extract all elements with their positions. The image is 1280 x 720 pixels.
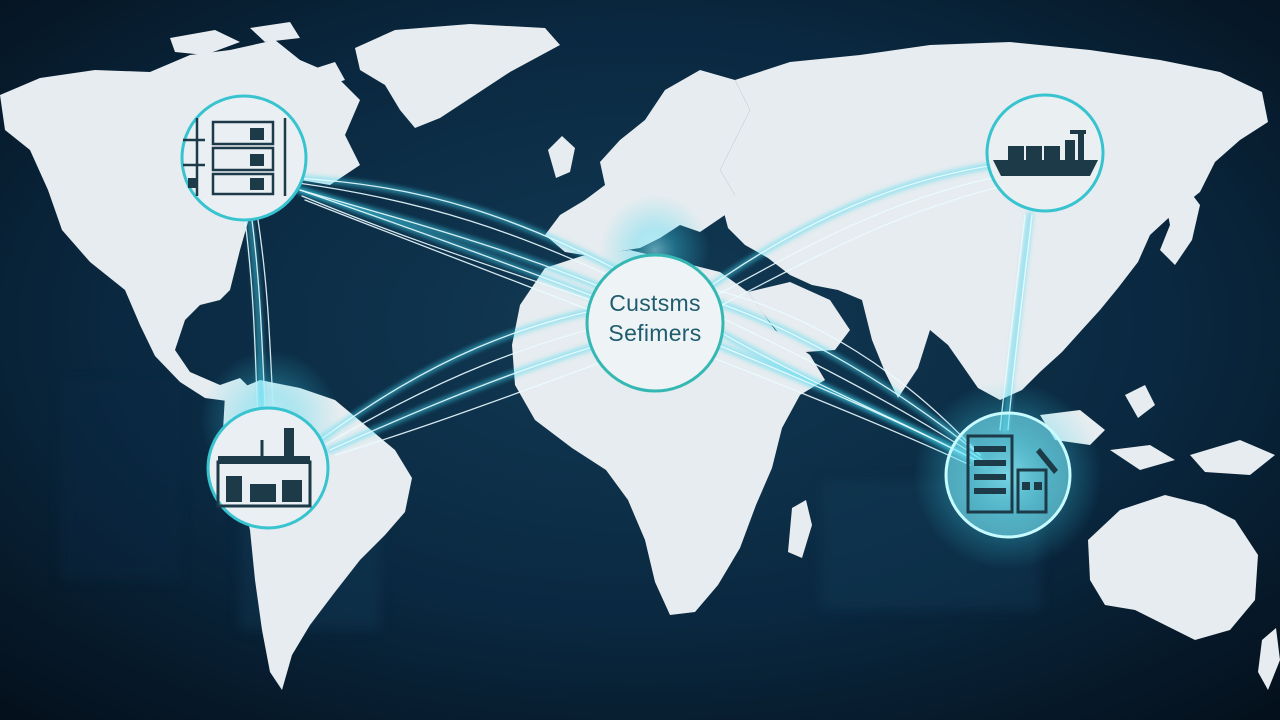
japan-islands xyxy=(1160,185,1200,265)
warehouse-boxes xyxy=(188,128,264,190)
australia-landmass xyxy=(1088,495,1258,640)
hub-label-line-1: Custsms xyxy=(609,290,701,316)
glowing-facility-icon xyxy=(966,434,1058,514)
customs-hub-label: Custsms Sefimers xyxy=(580,288,730,348)
southeast-asia-islands xyxy=(1040,385,1275,475)
north-america-warehouse-badge[interactable] xyxy=(180,94,308,222)
arabian-peninsula xyxy=(748,282,850,352)
arctic-islands xyxy=(170,22,345,88)
east-asia-cargo-ship-badge[interactable] xyxy=(985,93,1105,213)
new-zealand-landmass xyxy=(1258,628,1280,690)
customs-hub-icon xyxy=(585,253,725,393)
europe-landmass xyxy=(545,70,750,256)
greenland-landmass xyxy=(355,24,560,128)
asia-landmass xyxy=(720,42,1268,400)
madagascar-landmass xyxy=(788,500,812,558)
british-isles xyxy=(548,136,575,178)
south-america-factory-badge[interactable] xyxy=(206,406,330,530)
southeast-asia-facility-badge[interactable] xyxy=(944,411,1072,539)
hub-label-line-2: Sefimers xyxy=(608,320,702,346)
indian-subcontinent xyxy=(862,300,930,398)
cargo-ship-icon xyxy=(993,130,1098,176)
factory-icon xyxy=(216,428,312,508)
